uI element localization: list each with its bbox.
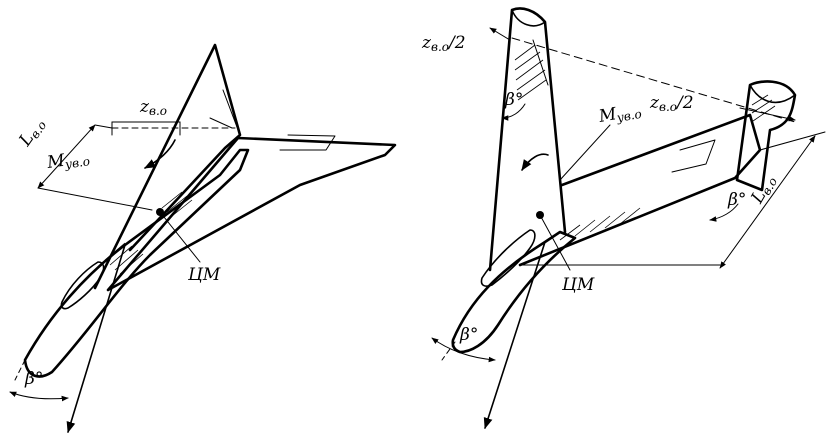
right-fin-left-hatch — [514, 44, 547, 101]
right-velocity-arrow — [483, 241, 546, 430]
right-zvo-top-line — [489, 27, 511, 41]
right-aircraft: zв.о/2 zв.о/2 Mув.о Lв.о ЦМ β° β° — [421, 7, 826, 430]
right-zvo-top-label: zв.о/2 — [421, 33, 466, 54]
left-lvo-line — [37, 124, 96, 189]
right-wing-flap — [671, 139, 716, 173]
right-beta-fin-left-arc — [501, 103, 526, 121]
right-moment-arrow — [521, 153, 549, 171]
left-wing — [106, 136, 397, 292]
left-velocity-arrow — [66, 244, 126, 434]
left-lvo-label: Lв.о — [15, 114, 50, 151]
right-beta-nose-arc — [431, 337, 496, 363]
right-myvo-label: Mув.о — [596, 100, 642, 128]
right-beta-fin-left-label: β° — [504, 90, 523, 110]
left-aileron — [279, 134, 336, 151]
right-fin-right — [735, 80, 797, 192]
left-fuselage — [23, 148, 250, 378]
right-lvo-line — [719, 135, 816, 269]
left-moment-arrow — [144, 139, 176, 169]
right-beta-fin-right-arc — [709, 203, 739, 222]
left-zvo-label: zв.о — [139, 97, 167, 118]
right-cm-label: ЦМ — [561, 275, 595, 295]
left-fin-rudder — [209, 89, 241, 136]
left-wing-leading-edge — [237, 137, 396, 146]
left-cm-label: ЦМ — [187, 265, 221, 285]
right-canopy — [480, 229, 536, 287]
left-aircraft: zв.о Lв.о Mув.о ЦМ β° — [9, 43, 397, 434]
left-beta-label: β° — [24, 369, 43, 389]
left-myvo-label: Mув.о — [45, 147, 91, 174]
left-beta-arc — [9, 391, 69, 402]
right-wing-hatch — [559, 207, 641, 241]
right-zvo-mid-label: zв.о/2 — [649, 93, 694, 114]
right-beta-fin-right-label: β° — [727, 190, 746, 210]
right-beta-nose-label: β° — [459, 325, 478, 345]
right-fin-left-rudder — [532, 39, 549, 86]
